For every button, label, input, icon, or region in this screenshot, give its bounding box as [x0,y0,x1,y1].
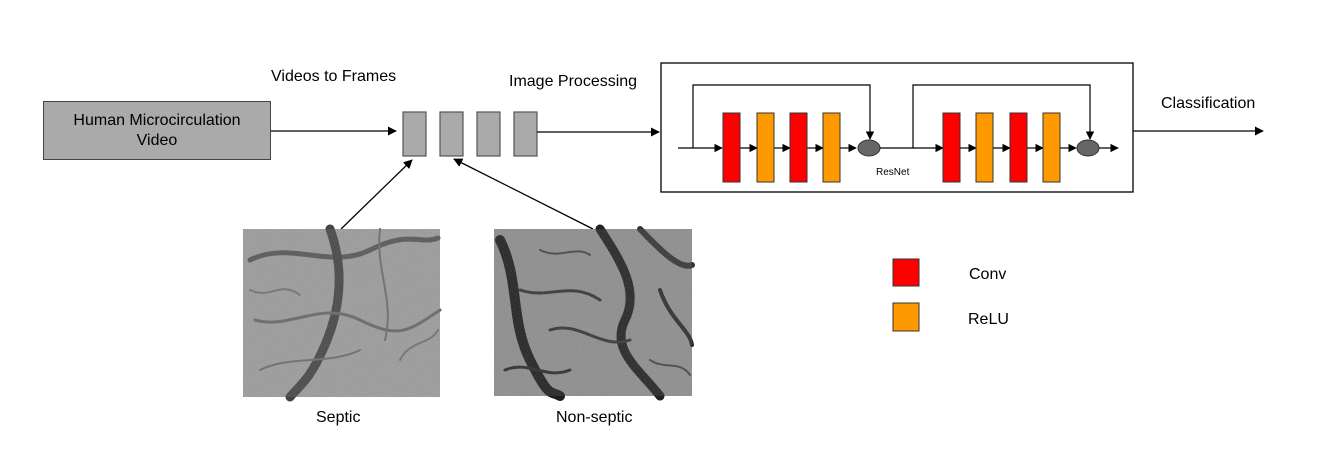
caption-non-septic: Non-septic [556,409,633,426]
legend-label-conv: Conv [969,266,1007,283]
sum-junction-2 [1076,139,1100,157]
relu-layer-1 [756,112,775,183]
block-link [880,84,1095,149]
arrow-nonseptic-to-frames [453,158,594,230]
legend-swatch-relu [892,302,920,332]
conv-layer-4 [1009,112,1028,183]
label-videos-to-frames: Videos to Frames [271,68,397,85]
frame-2 [439,111,464,157]
input-video-line1: Human Microcirculation [73,111,241,129]
frame-4 [513,111,538,157]
caption-septic: Septic [316,409,361,426]
conv-layer-1 [722,112,741,183]
legend-label-relu: ReLU [968,311,1009,328]
relu-layer-3 [975,112,994,183]
relu-layer-4 [1042,112,1061,183]
frame-1 [402,111,427,157]
conv-layer-3 [942,112,961,183]
frames-group [402,111,538,157]
non-septic-image [494,224,695,401]
sum-junction-1 [857,139,881,157]
legend-swatch-conv [892,258,920,287]
input-video-box: Human Microcirculation Video [43,101,271,160]
arrow-septic-to-frames [340,159,413,230]
input-video-line2: Video [136,131,178,149]
label-classification: Classification [1161,95,1256,112]
conv-layer-2 [789,112,808,183]
residual-block-1 [678,84,875,153]
relu-layer-2 [822,112,841,183]
septic-image [243,224,442,402]
label-image-processing: Image Processing [509,73,638,90]
label-resnet: ResNet [876,167,910,178]
frame-3 [476,111,501,157]
